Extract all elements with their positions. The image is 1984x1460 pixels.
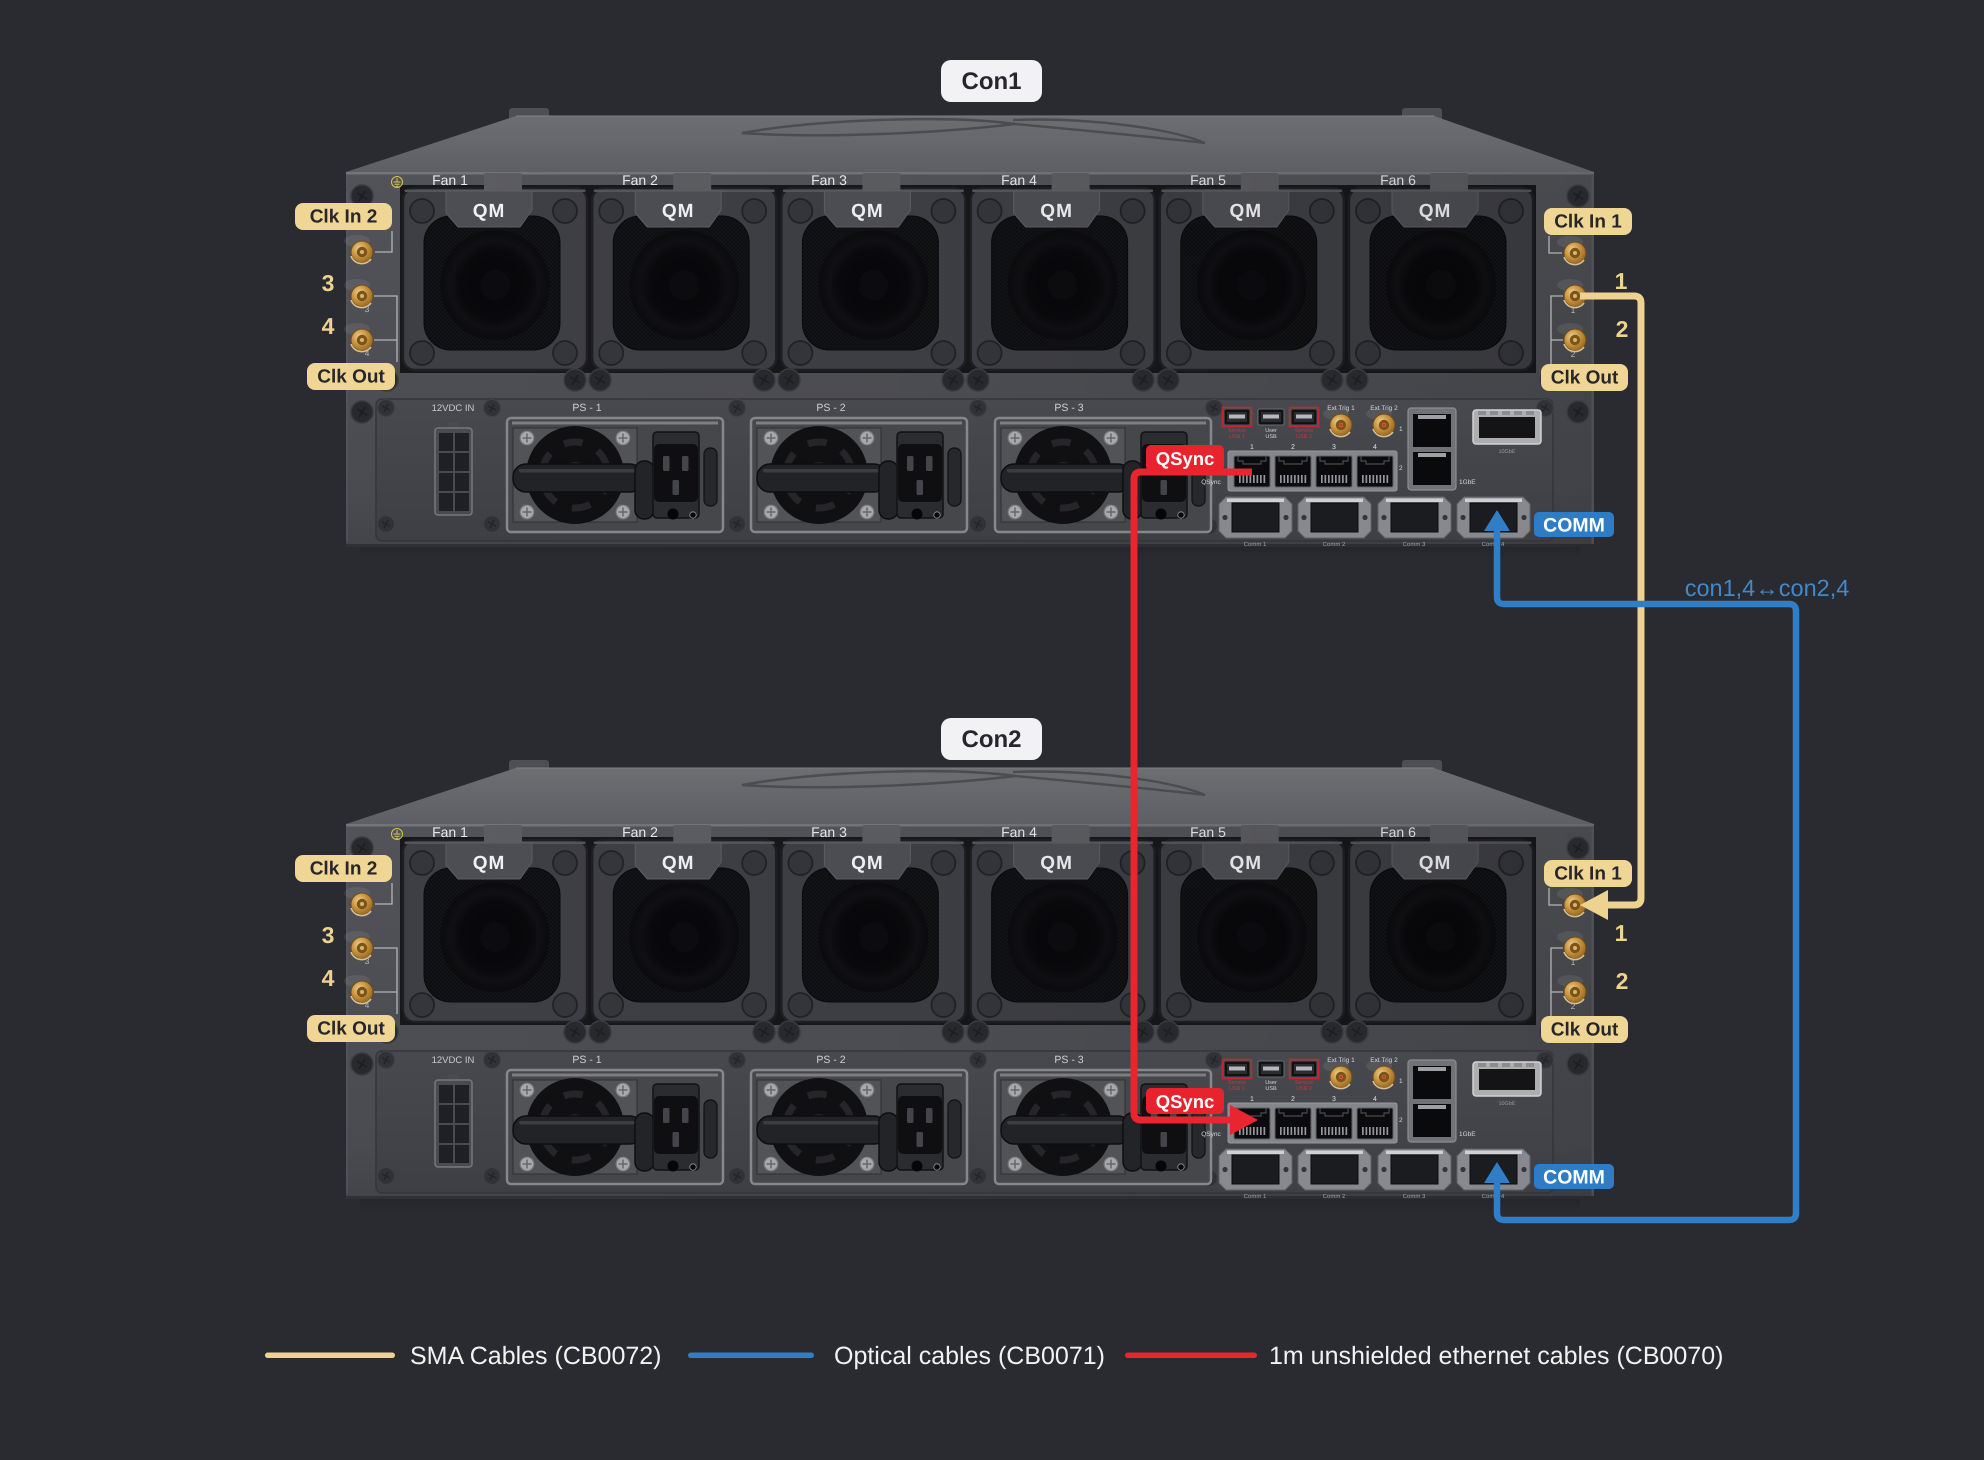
svg-text:1m unshielded ethernet cables: 1m unshielded ethernet cables (CB0070)	[1269, 1342, 1723, 1370]
svg-text:QSync: QSync	[1156, 1091, 1215, 1112]
svg-text:Con2: Con2	[962, 726, 1022, 753]
svg-text:Con1: Con1	[962, 68, 1022, 95]
svg-text:con1,4↔con2,4: con1,4↔con2,4	[1685, 575, 1850, 601]
svg-text:QSync: QSync	[1156, 448, 1215, 469]
svg-text:SMA Cables (CB0072): SMA Cables (CB0072)	[410, 1342, 662, 1370]
svg-text:Optical cables (CB0071): Optical cables (CB0071)	[834, 1342, 1105, 1370]
